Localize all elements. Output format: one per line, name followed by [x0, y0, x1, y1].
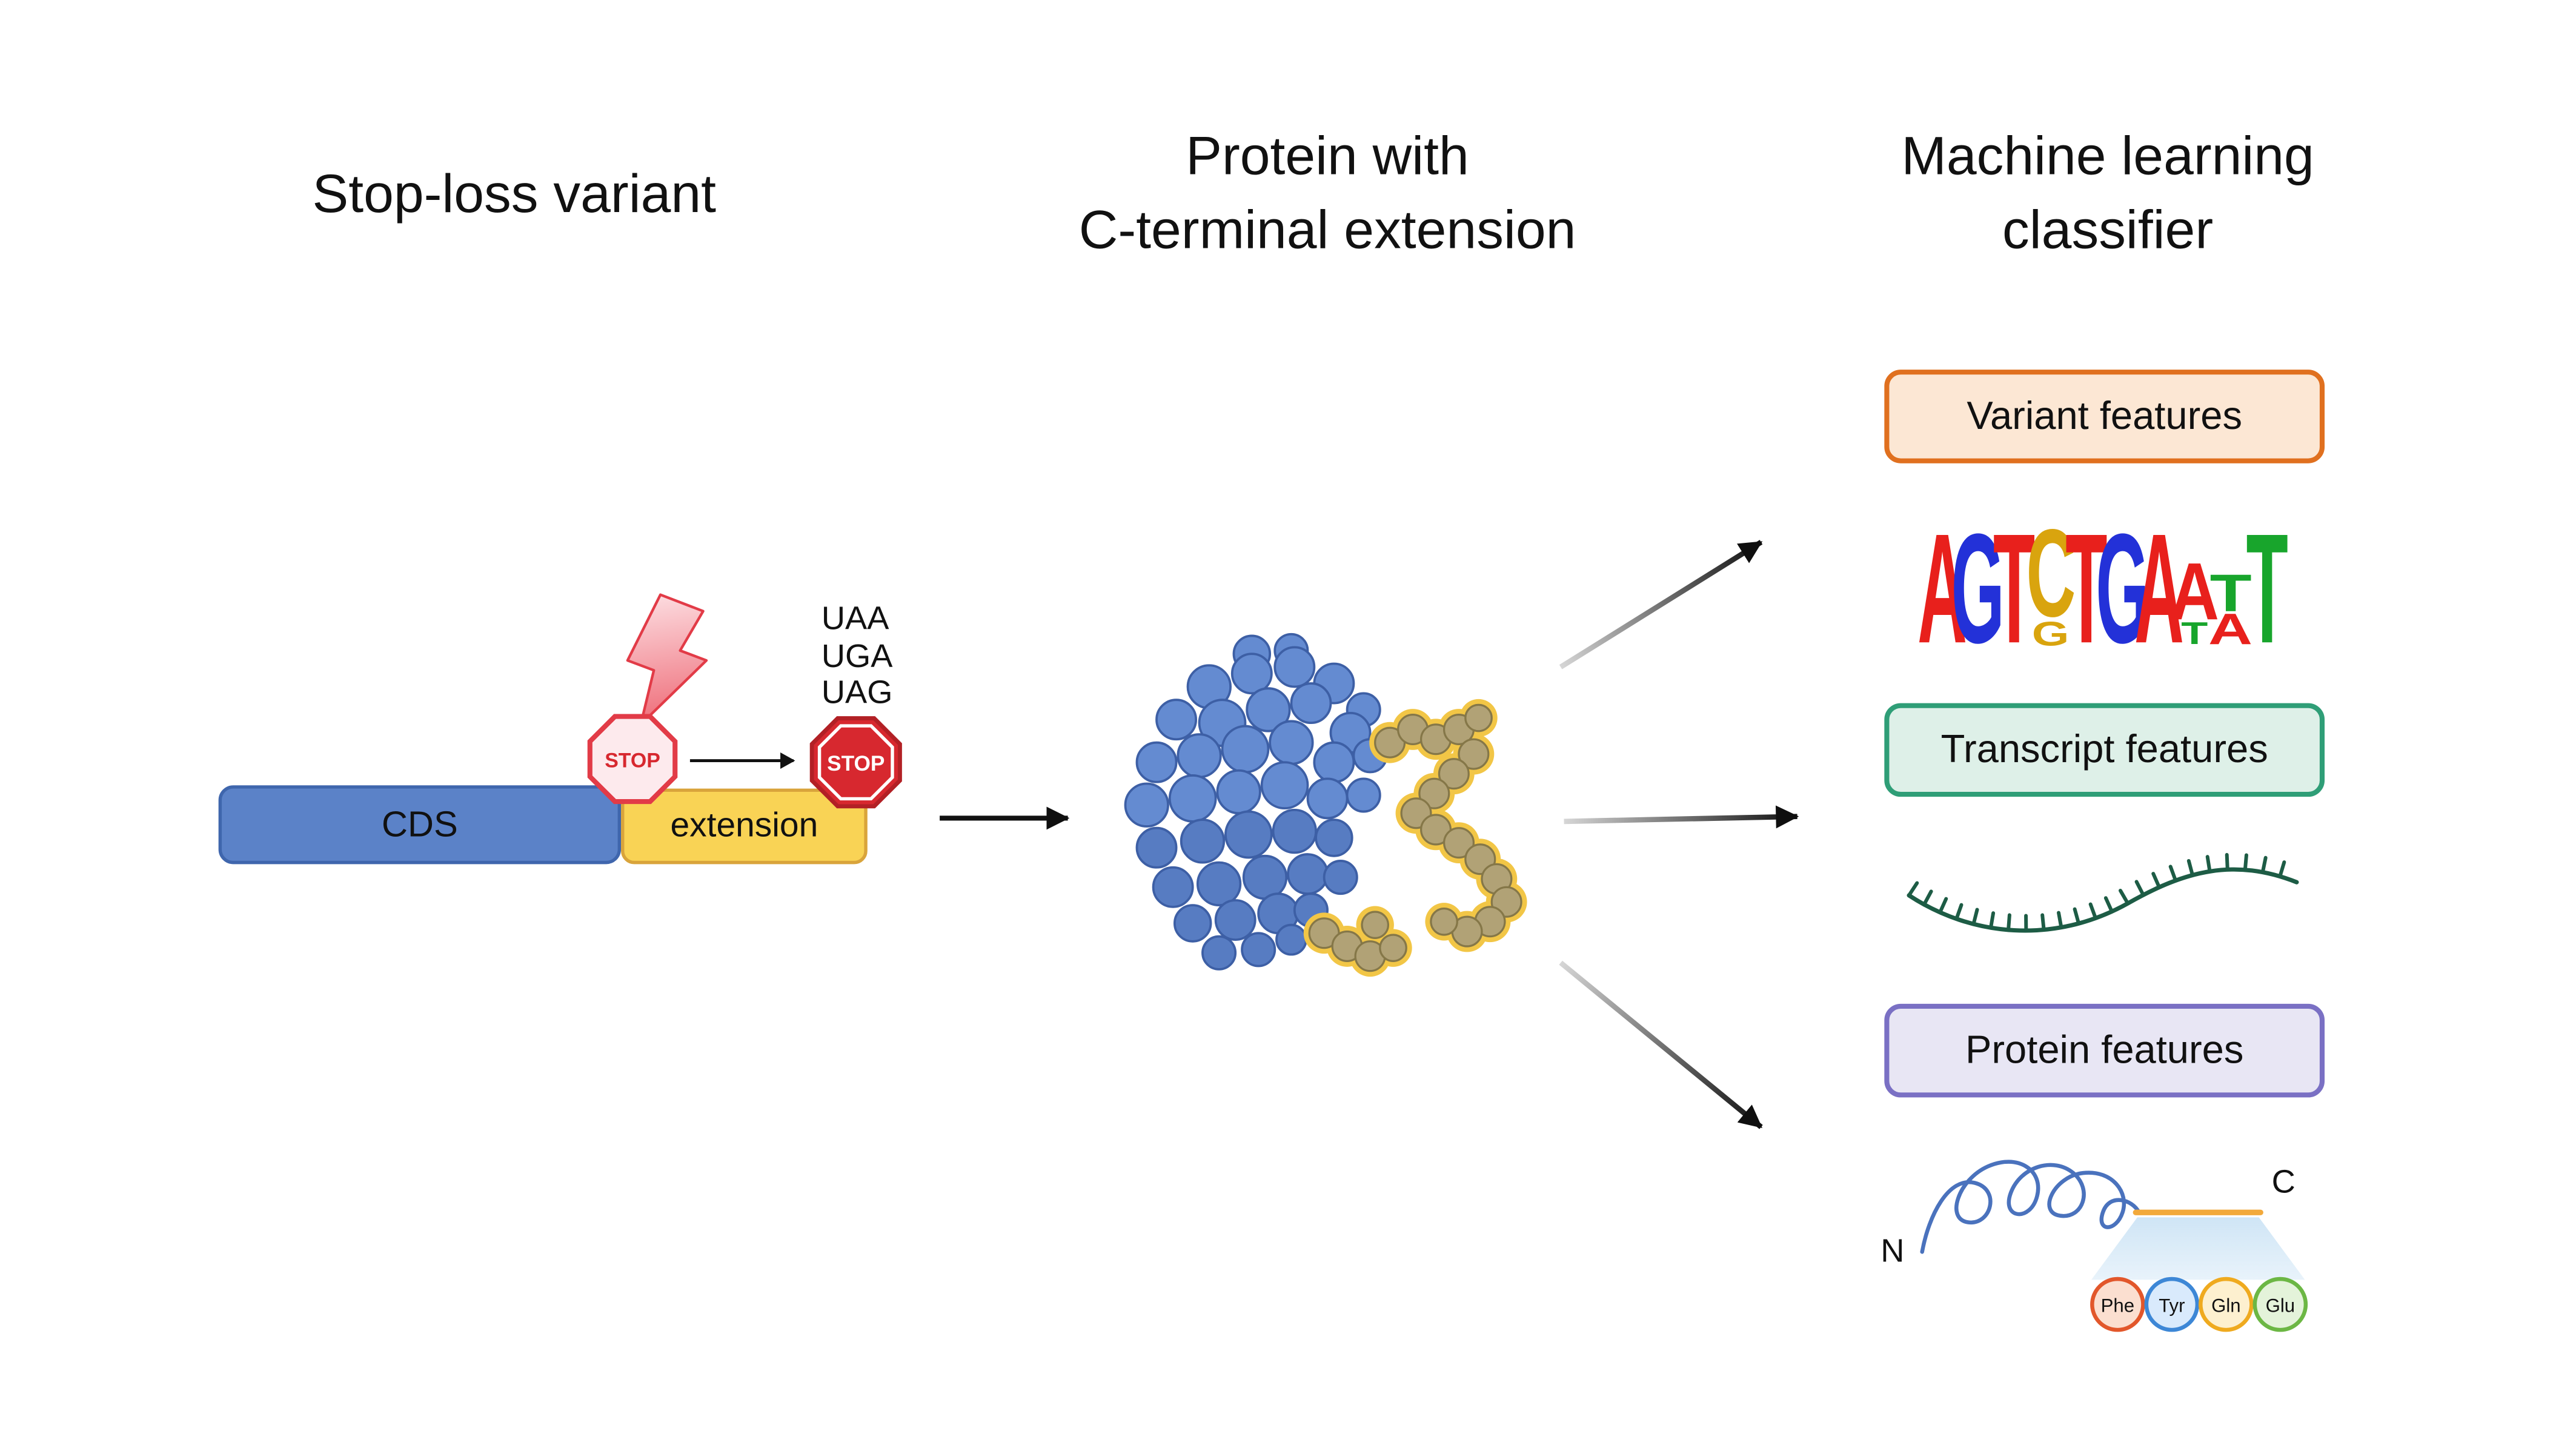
original-stop-label: STOP [605, 749, 660, 772]
logo-column: T [2065, 502, 2108, 677]
new-stop-label: STOP [827, 752, 885, 775]
logo-column: T [2246, 502, 2288, 677]
logo-letter: G [2096, 502, 2149, 677]
stop-codon: UAA [821, 601, 889, 638]
section-title-stop-loss: Stop-loss variant [219, 156, 810, 230]
transcript-features-label: Transcript features [1940, 726, 2268, 772]
protein-features-icon: N C Phe Tyr Gln Glu [1881, 1160, 2308, 1332]
logo-column: G [1951, 511, 2005, 668]
logo-letter: C [2025, 505, 2076, 645]
arrow-to-transcript-features [1564, 805, 1799, 829]
logo-letter: T [2209, 564, 2252, 623]
logo-letter: T [2065, 502, 2108, 677]
c-terminus-label: C [2272, 1164, 2295, 1200]
residue-circle-gln: Gln [2199, 1277, 2254, 1332]
variant-features-label: Variant features [1967, 393, 2243, 438]
logo-letter: A [2209, 605, 2253, 655]
protein-features-box: Protein features [1884, 1003, 2325, 1098]
extension-label: extension [670, 806, 818, 845]
transcript-features-box: Transcript features [1884, 703, 2325, 797]
logo-column: G [2096, 511, 2149, 668]
residue-label: Gln [2211, 1295, 2241, 1316]
protein-squiggle [1920, 1160, 2141, 1254]
arrow-to-variant-features [1559, 540, 1763, 669]
section-title-protein: Protein with C-terminal extension [999, 118, 1656, 266]
logo-letter: G [1951, 502, 2005, 677]
logo-letter: A [2134, 502, 2184, 677]
lightning-bolt-icon [626, 593, 708, 726]
title-text: C-terminal extension [1078, 199, 1576, 260]
residue-label: Tyr [2159, 1295, 2185, 1316]
variant-features-box: Variant features [1884, 370, 2325, 463]
title-text: Protein with [1186, 125, 1469, 186]
logo-letter: G [2031, 615, 2070, 653]
cds-box: CDS [218, 785, 622, 865]
logo-column: A [2134, 511, 2183, 668]
protein-features-label: Protein features [1965, 1028, 2244, 1072]
transcript-icon [1907, 852, 2299, 933]
residue-circle-tyr: Tyr [2144, 1277, 2200, 1332]
residue-circle-phe: Phe [2090, 1277, 2145, 1332]
residue-circle-glu: Glu [2252, 1277, 2308, 1332]
section-title-classifier: Machine learning classifier [1779, 118, 2437, 266]
residue-label: Phe [2101, 1295, 2134, 1316]
n-terminus-label: N [1881, 1233, 1904, 1269]
stop-codon: UGA [821, 638, 893, 675]
title-text: Stop-loss variant [312, 162, 717, 224]
stop-codon-list: UAA UGA UAG [822, 601, 893, 712]
logo-column: A [1917, 511, 1967, 668]
residue-label: Glu [2266, 1295, 2295, 1316]
stop-codon: UAG [821, 675, 893, 712]
logo-letter: A [2170, 548, 2220, 639]
logo-letter: T [2246, 502, 2288, 677]
title-text: Machine learning [1901, 125, 2314, 186]
title-text: classifier [2002, 199, 2214, 260]
zoom-fan [2091, 1217, 2305, 1280]
protein-blob [1124, 632, 1388, 971]
logo-letter: T [2181, 617, 2208, 652]
logo-letter: T [1993, 502, 2036, 677]
extension-box: extension [621, 788, 868, 865]
extension-chain [1303, 699, 1527, 977]
cds-label: CDS [381, 803, 458, 845]
arrow-to-protein-features [1559, 960, 1763, 1129]
logo-letter: A [1917, 502, 1967, 677]
logo-column: T [1993, 502, 2036, 677]
